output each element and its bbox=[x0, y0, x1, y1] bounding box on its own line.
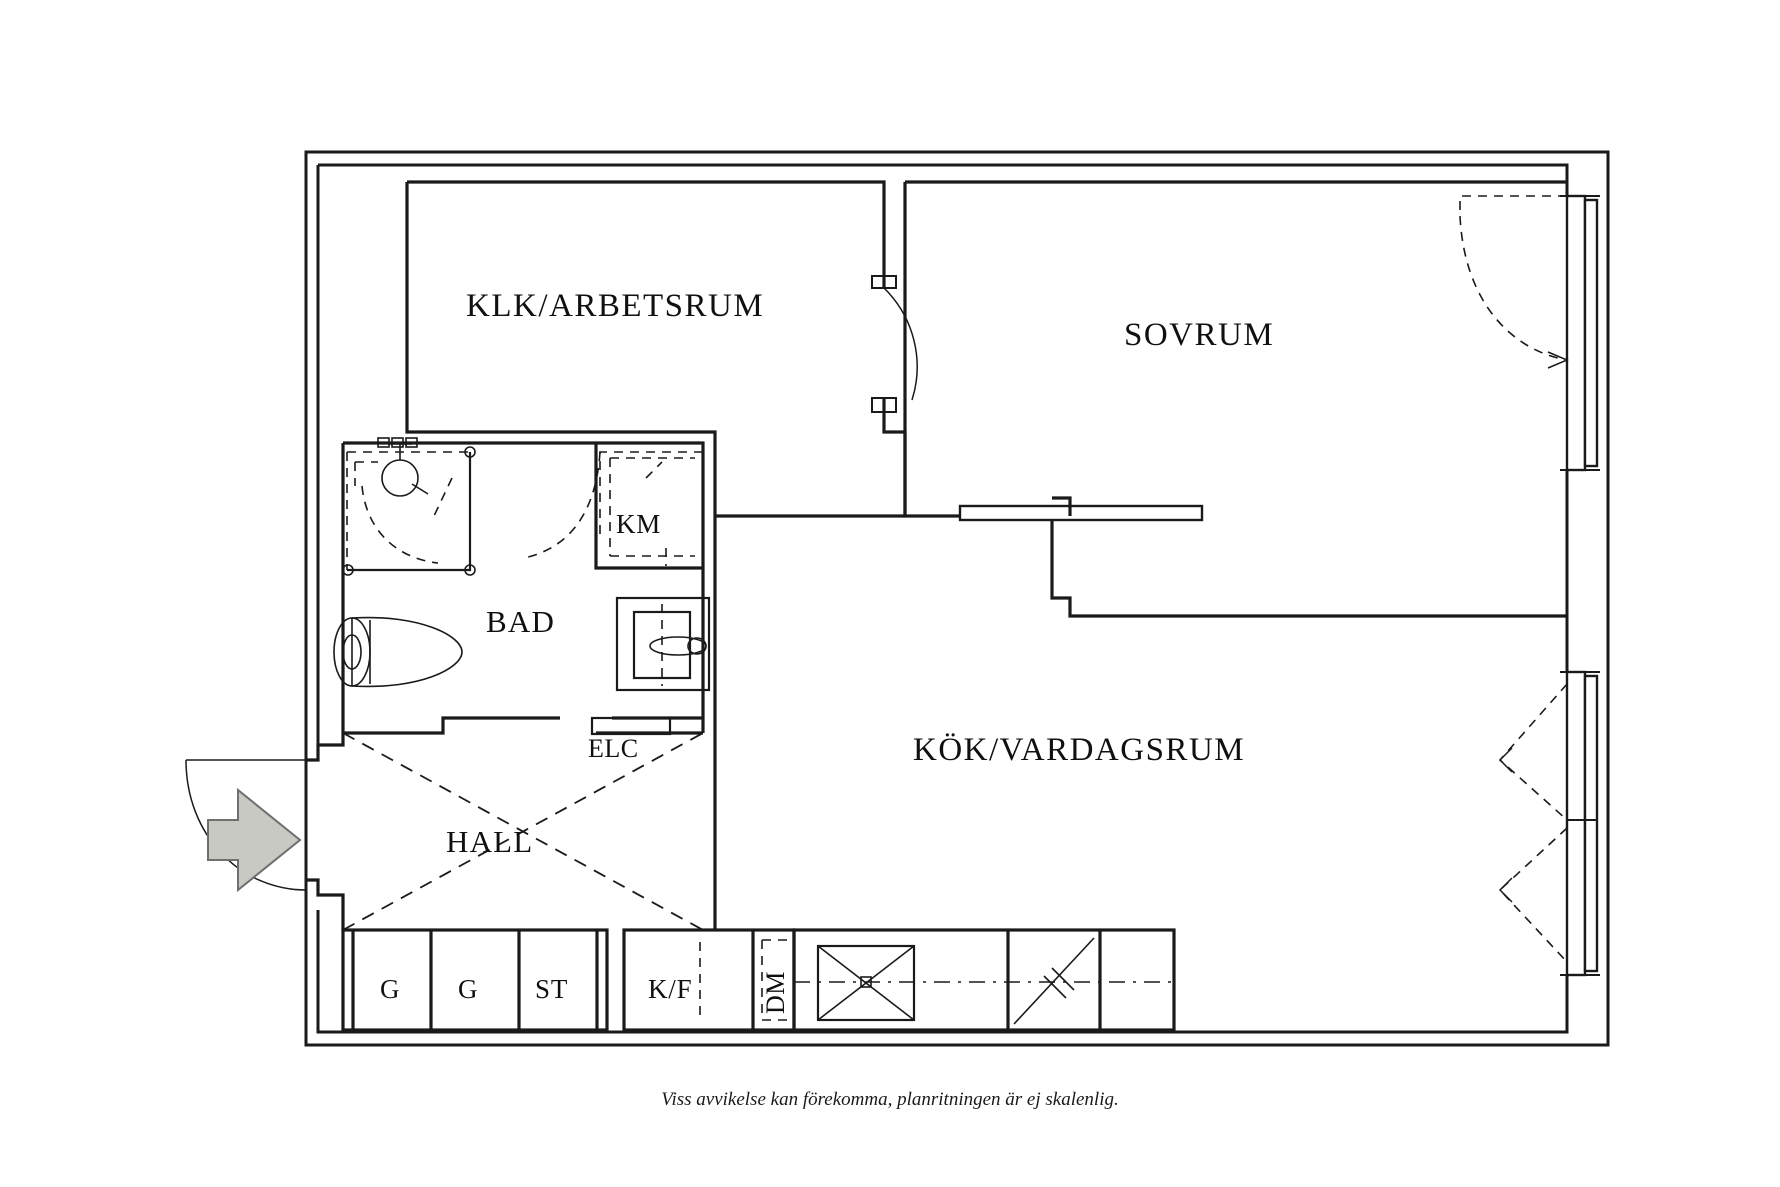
shower-cabin bbox=[342, 437, 476, 576]
room-bad bbox=[333, 437, 711, 736]
fixture-label-g1: G bbox=[380, 974, 400, 1004]
room-hall bbox=[185, 732, 704, 931]
room-label-sovrum: SOVRUM bbox=[1124, 317, 1274, 353]
electrical-cabinet bbox=[590, 716, 672, 736]
kok-window[interactable] bbox=[1498, 670, 1600, 977]
bathroom-washbasin bbox=[615, 596, 711, 692]
bottom-cabinet-row bbox=[341, 928, 1176, 1032]
balcony-door[interactable] bbox=[1459, 194, 1600, 472]
room-label-hall: HALL bbox=[446, 824, 533, 859]
room-kok-vardagsrum bbox=[713, 516, 1600, 977]
outer-walls bbox=[304, 150, 1610, 1047]
room-klk-arbetsrum bbox=[405, 180, 918, 518]
fixture-label-elc: ELC bbox=[588, 734, 639, 763]
fixture-label-st: ST bbox=[535, 974, 568, 1004]
room-label-bad: BAD bbox=[486, 604, 555, 639]
washing-machine-km bbox=[594, 443, 703, 570]
stove-hob bbox=[816, 944, 916, 1022]
wc-toilet bbox=[333, 616, 463, 688]
fixture-label-g2: G bbox=[458, 974, 478, 1004]
entrance-direction-arrow bbox=[207, 787, 302, 893]
fixture-label-kf: K/F bbox=[648, 974, 692, 1004]
room-label-kok: KÖK/VARDAGSRUM bbox=[913, 732, 1245, 768]
room-sovrum bbox=[903, 180, 1600, 618]
kitchen-sink bbox=[1013, 937, 1095, 1025]
room-label-klk: KLK/ARBETSRUM bbox=[466, 288, 764, 324]
plan-caption: Viss avvikelse kan förekomma, planritnin… bbox=[661, 1089, 1118, 1110]
fixture-label-dm: DM bbox=[761, 971, 790, 1014]
fixture-label-km: KM bbox=[616, 509, 661, 539]
sliding-door[interactable] bbox=[958, 496, 1204, 522]
